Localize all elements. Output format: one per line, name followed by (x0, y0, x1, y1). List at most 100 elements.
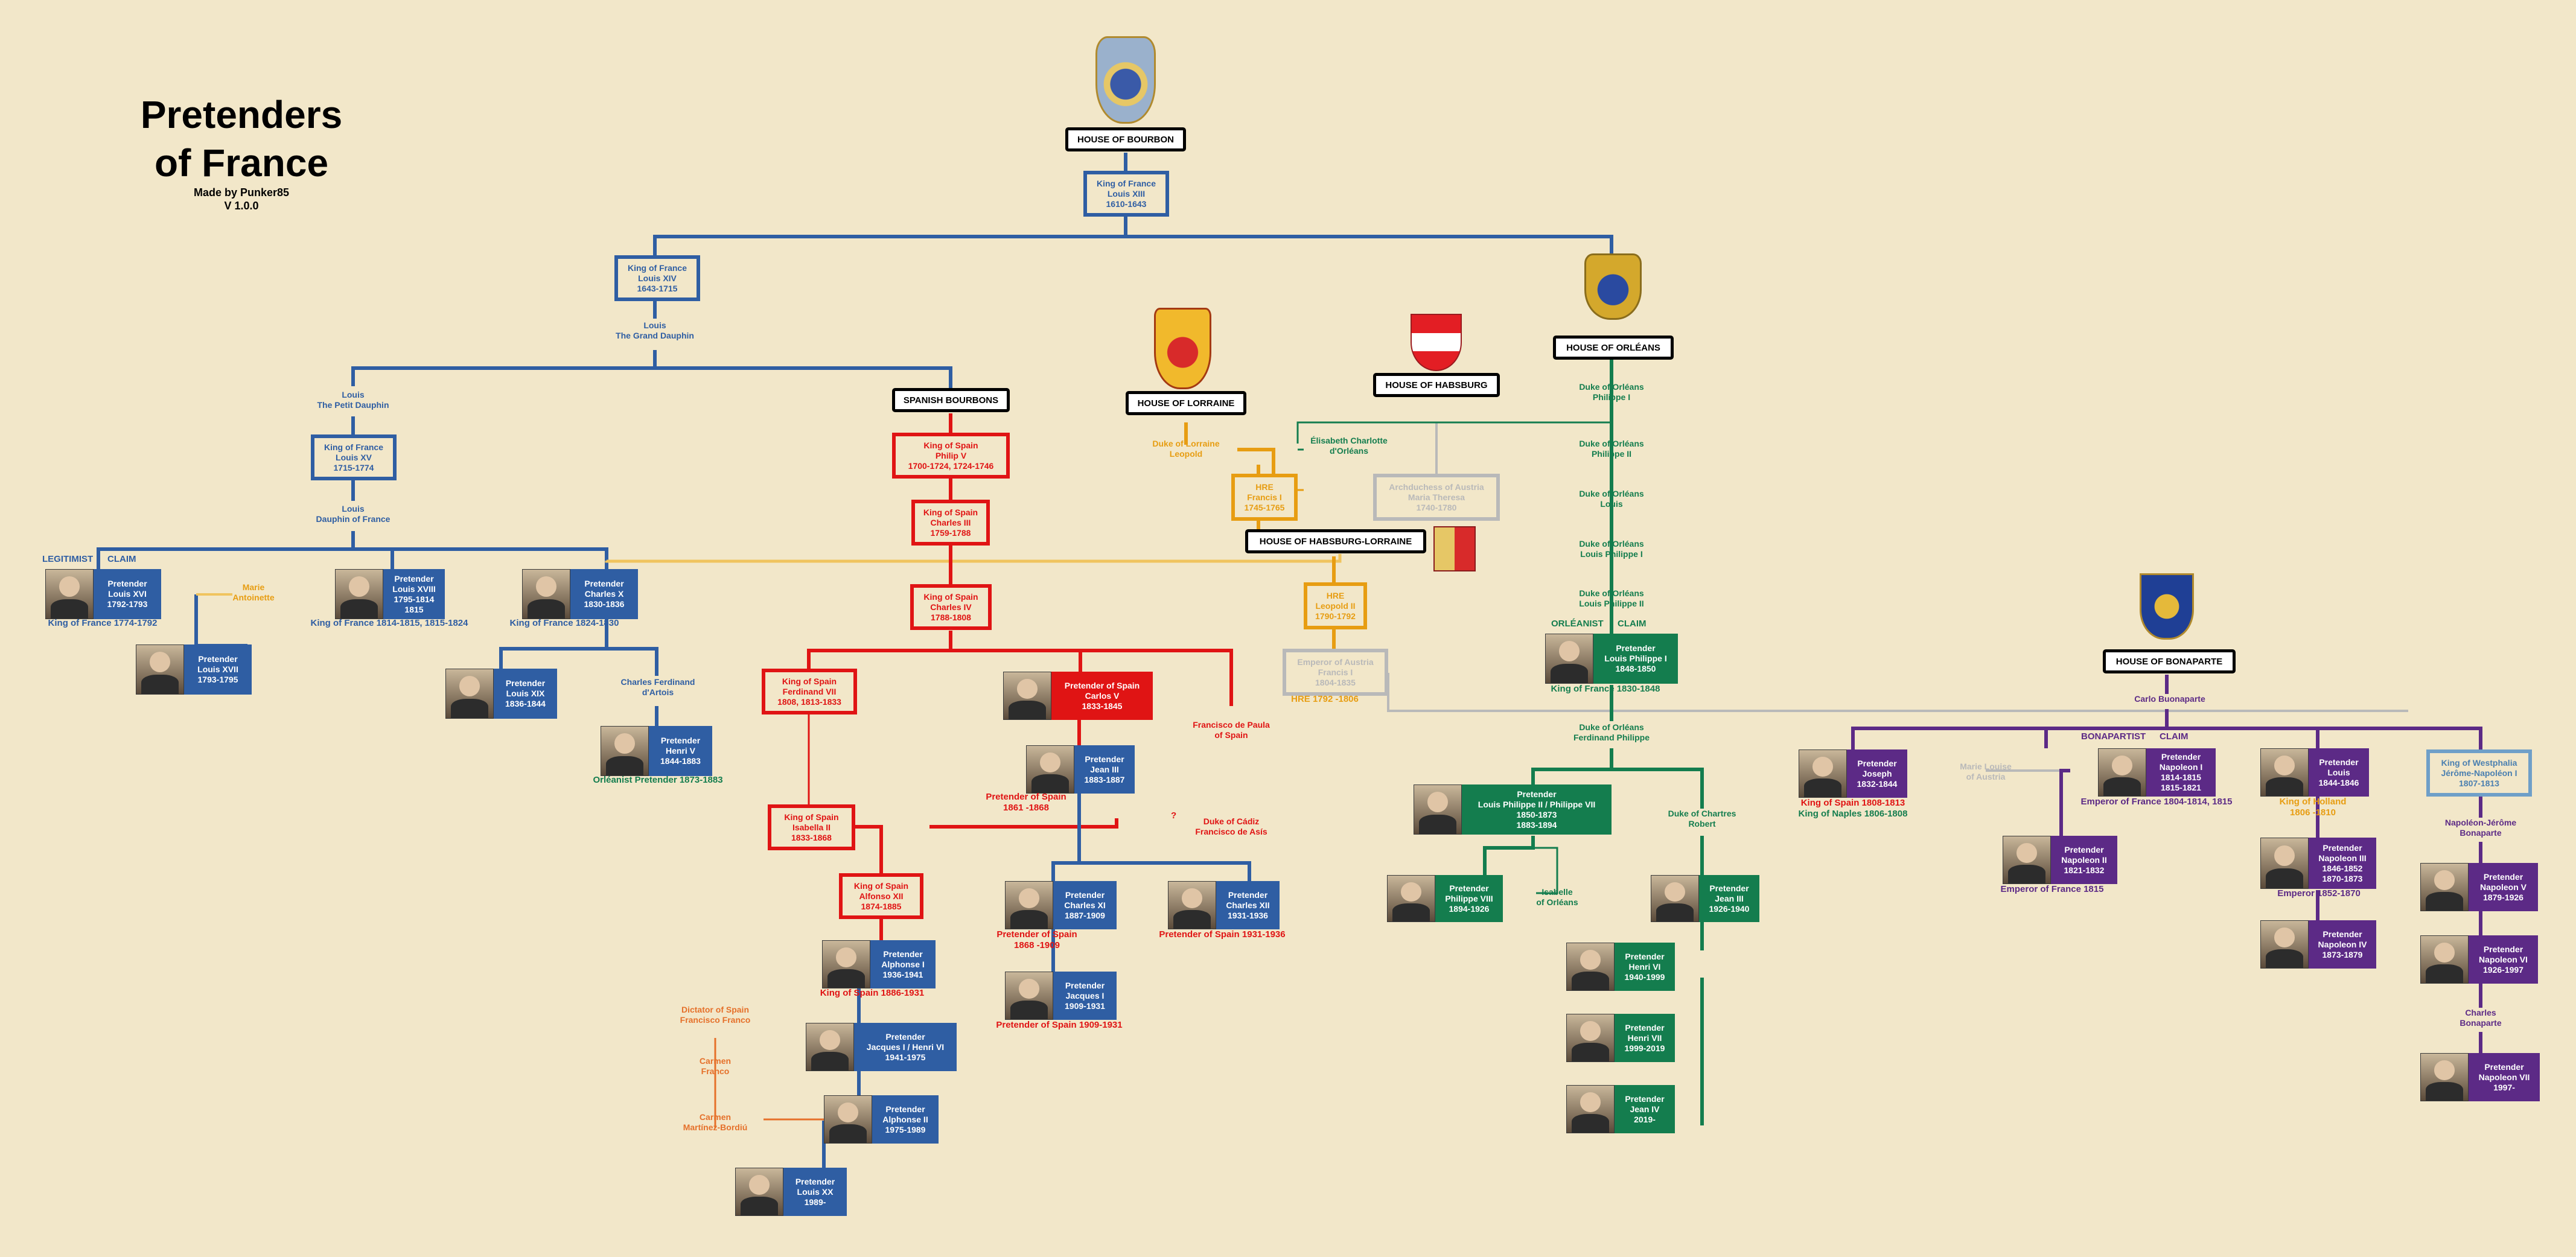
portrait-napoleon-i (2098, 748, 2146, 797)
text-orl_lp_i-line-0: Duke of Orléans (1579, 539, 1644, 549)
connector-line-28 (1079, 861, 1251, 881)
caption-charles-xii: Pretender of Spain 1931-1936 (1159, 929, 1286, 940)
text-louis_xiii-line-1: Louis XIII (1107, 188, 1146, 199)
text-napoleon_iii-line-3: 1870-1873 (2322, 873, 2363, 883)
text-petit_dauphin-line-1: The Petit Dauphin (317, 400, 389, 410)
house-habsburg-lorraine-label: HOUSE OF HABSBURG-LORRAINE (1245, 529, 1426, 553)
portrait-body (811, 1051, 849, 1071)
portrait-face (2434, 1060, 2455, 1080)
portrait-face (149, 652, 171, 673)
portrait-body (1173, 909, 1211, 929)
text-pret_lp_ii-line-2: 1850-1873 (1516, 809, 1557, 819)
text-napoleon_i-line-1: Napoleon I (2159, 762, 2203, 772)
text-duke_chartres-line-1: Robert (1688, 819, 1716, 829)
text-petit_dauphin-line-0: Louis (342, 390, 365, 399)
text-jean_iii-line-2: 1883-1887 (1084, 774, 1125, 784)
portrait-pret-lp-i (1545, 634, 1593, 684)
label-claim2: CLAIM (1618, 619, 1647, 629)
text-jerome-line-2: 1807-1813 (2459, 778, 2499, 788)
text-napoleon_v-line-0: Pretender (2483, 871, 2523, 882)
portrait-face (1812, 756, 1834, 777)
text-charles_xii-line-0: Pretender (1228, 889, 1268, 900)
text-napoleon_iii-line-2: 1846-1852 (2322, 863, 2363, 873)
portrait-body (2425, 964, 2464, 983)
text-francis_austria-line-0: Emperor of Austria (1297, 657, 1374, 667)
text-francisco_paula-line-1: of Spain (1214, 730, 1248, 740)
text-henri_v-line-1: Henri V (665, 746, 695, 756)
caption-napoleon-i: Emperor of France 1804-1814, 1815 (2080, 797, 2233, 807)
portrait-face (614, 733, 636, 754)
portrait-face (59, 576, 80, 597)
text-nj_bonaparte-line-1: Bonaparte (2460, 828, 2502, 838)
text-henri_vii-line-1: Henri VII (1627, 1033, 1662, 1043)
text-philip_v-line-0: King of Spain (923, 440, 978, 450)
connector-line-1 (653, 215, 1127, 255)
text-louis_xiv-line-1: Louis XIV (638, 273, 677, 283)
portrait-face (835, 947, 857, 967)
text-pret_lp_ii-line-0: Pretender (1517, 789, 1557, 799)
portrait-body (450, 698, 489, 718)
portrait-napoleon-ii (2003, 836, 2051, 884)
text-louis_xix-line-0: Pretender (505, 678, 546, 688)
portrait-alphonse-i (822, 940, 870, 988)
text-napoleon_iv-line-2: 1873-1879 (2322, 949, 2363, 959)
label-bonapartist: BONAPARTIST (2081, 731, 2146, 742)
portrait-henri-vi (1566, 943, 1615, 991)
text-philippe_viii-line-1: Philippe VIII (1445, 893, 1493, 903)
text-napoleon_i-line-0: Pretender (2161, 752, 2201, 762)
text-napoleon_vii-line-1: Napoleon VII (2478, 1072, 2530, 1082)
portrait-body (50, 599, 89, 619)
bourbon-coat-of-arms-icon (1095, 36, 1156, 124)
portrait-face (2111, 755, 2133, 775)
label-claim: CLAIM (107, 554, 136, 564)
text-napoleon_ii-line-0: Pretender (2064, 844, 2104, 854)
text-alphonse_i-line-0: Pretender (883, 949, 923, 959)
author-label: Made by Punker85 (193, 186, 290, 199)
